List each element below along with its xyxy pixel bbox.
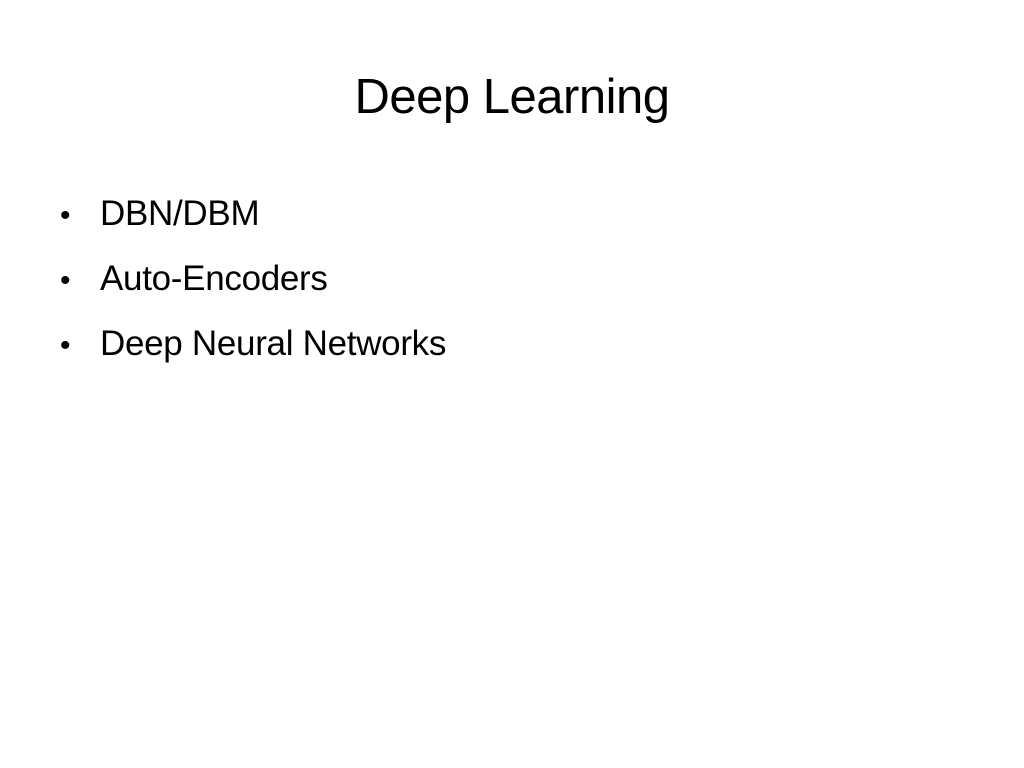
bullet-list: • DBN/DBM • Auto-Encoders • Deep Neural …	[60, 186, 960, 381]
list-item: • Deep Neural Networks	[60, 316, 960, 381]
bullet-text: DBN/DBM	[100, 194, 260, 233]
bullet-text: Deep Neural Networks	[100, 324, 447, 363]
bullet-icon: •	[60, 329, 71, 362]
list-item: • DBN/DBM	[60, 186, 960, 251]
bullet-icon: •	[60, 199, 71, 232]
bullet-text: Auto-Encoders	[100, 259, 328, 298]
bullet-icon: •	[60, 264, 71, 297]
slide-title: Deep Learning	[354, 70, 670, 124]
list-item: • Auto-Encoders	[60, 251, 960, 316]
